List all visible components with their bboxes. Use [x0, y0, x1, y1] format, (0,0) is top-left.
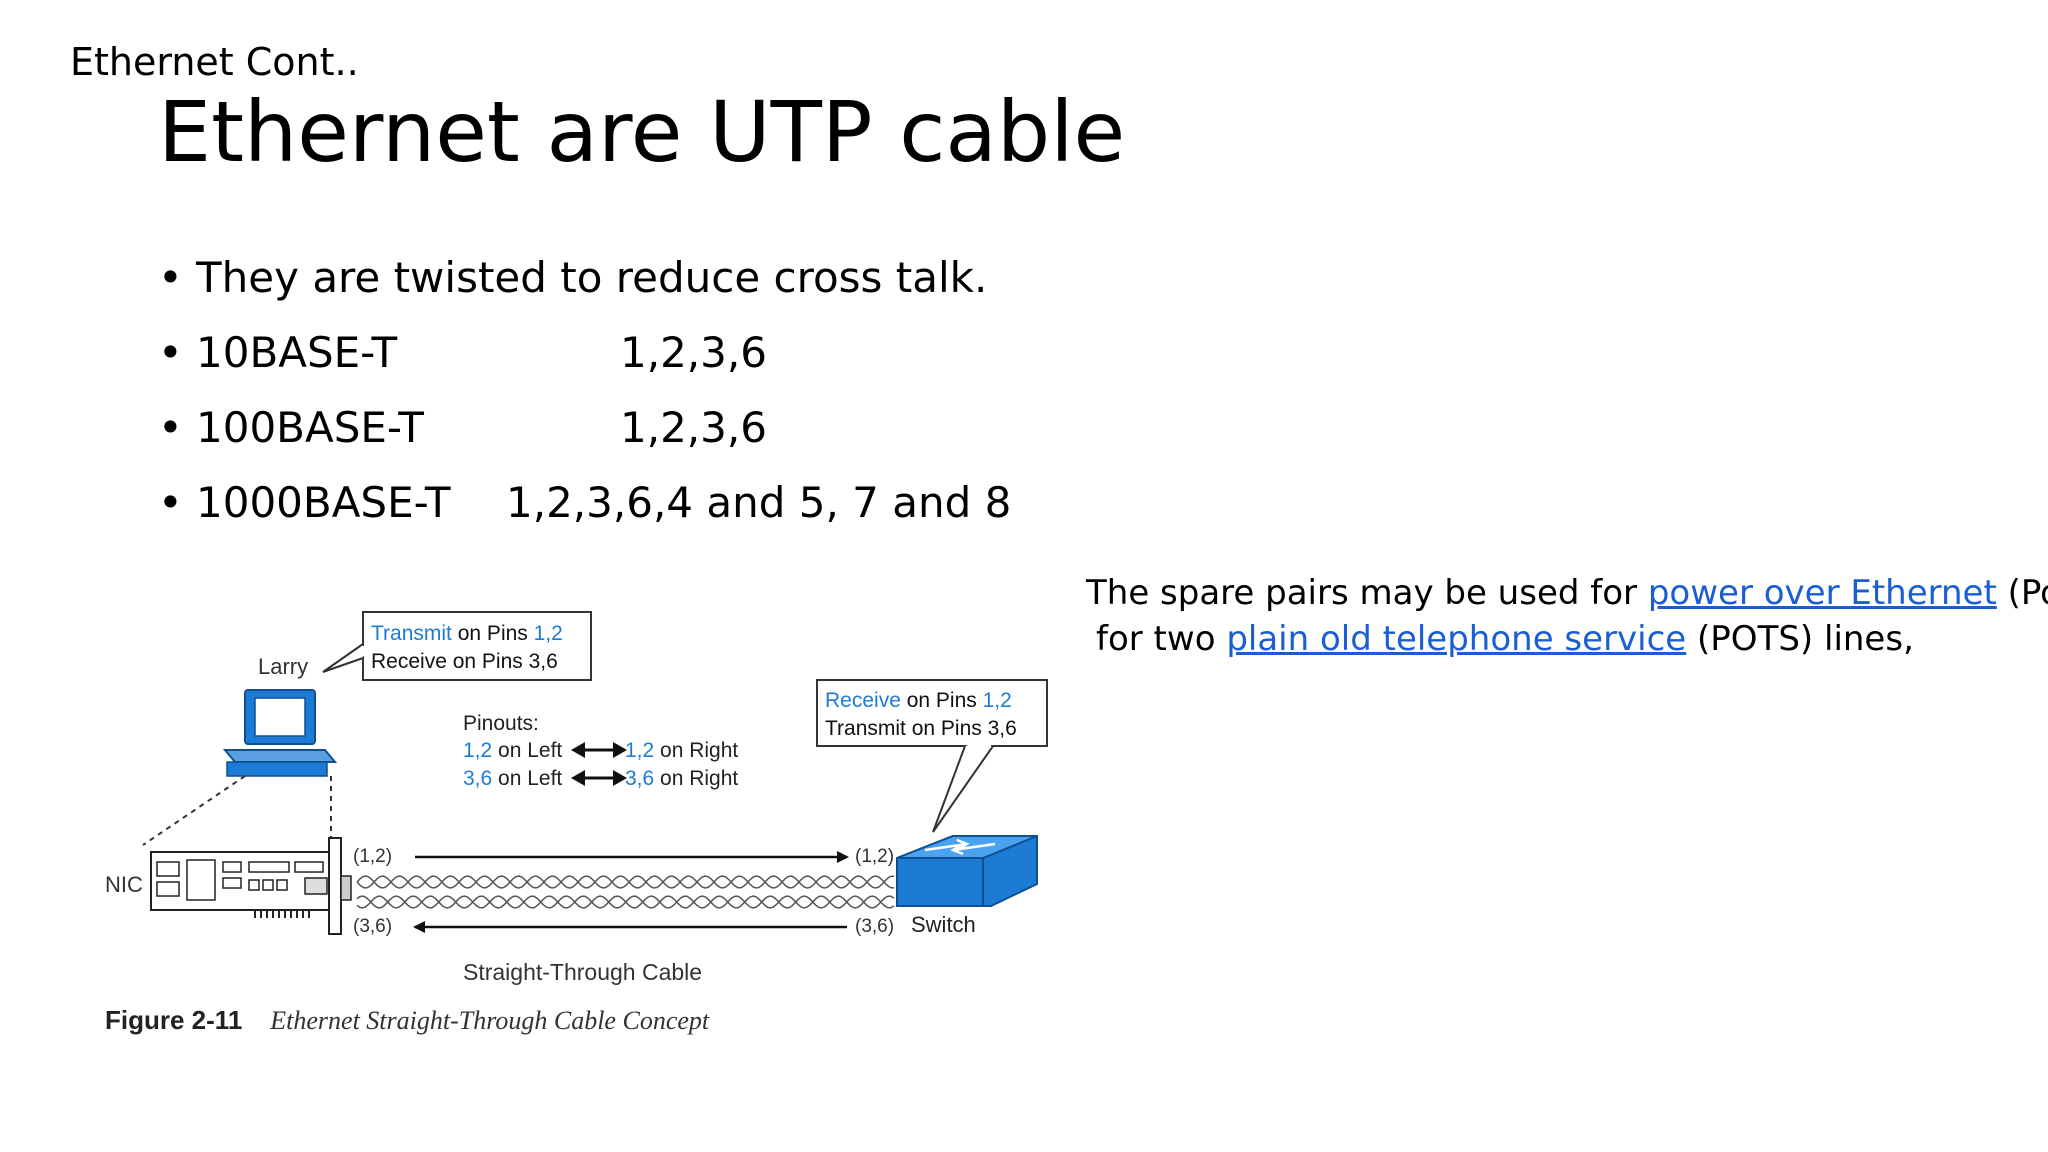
- side-note-line2: for two plain old telephone service (POT…: [1086, 616, 2048, 662]
- switch-callout-line2: Transmit on Pins 3,6: [825, 717, 1017, 740]
- right-bottom-pins: (3,6): [855, 916, 894, 937]
- bullet-marker: •: [158, 403, 183, 452]
- figure-caption-text: Ethernet Straight-Through Cable Concept: [270, 1006, 710, 1035]
- bullet-item: • 100BASE-T 1,2,3,6: [158, 398, 1011, 473]
- pinout-row-1-right: 1,2 on Right: [625, 739, 738, 762]
- pinouts-title: Pinouts:: [463, 712, 539, 735]
- note-text: for two: [1096, 619, 1227, 659]
- figure-caption: Figure 2-11 Ethernet Straight-Through Cab…: [105, 1005, 709, 1036]
- cable-diagram: Larry Transmit on Pins 1,2 Receive on Pi…: [105, 611, 1048, 985]
- pinout-row-1: 1,2 on Left: [463, 739, 562, 762]
- straight-through-cable-figure: Larry Transmit on Pins 1,2 Receive on Pi…: [95, 600, 1075, 1060]
- side-note: The spare pairs may be used for power ov…: [1086, 570, 2048, 662]
- pinout-row-2-right: 3,6 on Right: [625, 767, 738, 790]
- bullet-marker: •: [158, 253, 183, 302]
- bullet-label: 1000BASE-T: [196, 478, 451, 527]
- bullet-item: • 1000BASE-T 1,2,3,6,4 and 5, 7 and 8: [158, 473, 1011, 548]
- note-text: The spare pairs may be used for: [1086, 573, 1648, 613]
- bullet-value: 1,2,3,6: [620, 328, 767, 377]
- double-arrow-icon: [571, 770, 627, 786]
- bullet-marker: •: [158, 328, 183, 377]
- side-note-line1: The spare pairs may be used for power ov…: [1086, 570, 2048, 616]
- pc-callout: Transmit on Pins 1,2 Receive on Pins 3,6: [322, 611, 592, 681]
- bullet-value: 1,2,3,6: [620, 403, 767, 452]
- cable-label: Straight-Through Cable: [463, 959, 702, 985]
- pinout-row-2: 3,6 on Left: [463, 767, 562, 790]
- bullet-label: 100BASE-T: [196, 403, 424, 452]
- poe-link[interactable]: power over Ethernet: [1647, 573, 1997, 613]
- bullet-item: • 10BASE-T 1,2,3,6: [158, 323, 1011, 398]
- bullet-label: 10BASE-T: [196, 328, 398, 377]
- double-arrow-icon: [571, 742, 627, 758]
- nic-label: NIC: [105, 872, 143, 897]
- slide-header: Ethernet Cont..: [70, 40, 359, 84]
- pots-link[interactable]: plain old telephone service: [1226, 619, 1687, 659]
- pc-callout-line1: Transmit on Pins 1,2: [371, 622, 563, 645]
- twisted-pairs: [356, 875, 895, 909]
- switch-callout: Receive on Pins 1,2 Transmit on Pins 3,6: [816, 679, 1048, 833]
- figure-number: Figure 2-11: [105, 1005, 243, 1035]
- bullet-item: • They are twisted to reduce cross talk.: [158, 248, 1011, 323]
- switch-icon: [896, 835, 1038, 907]
- bullet-value: 1,2,3,6,4 and 5, 7 and 8: [506, 478, 1012, 527]
- pc-label: Larry: [258, 654, 308, 679]
- left-top-pins: (1,2): [353, 846, 392, 867]
- note-text: (POTS) lines,: [1686, 619, 1914, 659]
- bullet-marker: •: [158, 478, 183, 527]
- left-bottom-pins: (3,6): [353, 916, 392, 937]
- computer-icon: [222, 689, 338, 777]
- right-top-pins: (1,2): [855, 846, 894, 867]
- pc-callout-line2: Receive on Pins 3,6: [371, 650, 558, 673]
- slide-title: Ethernet are UTP cable: [158, 83, 1126, 181]
- note-text: (PoE),: [2007, 573, 2048, 613]
- switch-callout-line1: Receive on Pins 1,2: [825, 689, 1012, 712]
- bullet-list: •They are twisted to reduce cross talk. …: [158, 248, 1011, 548]
- bullet-label: They are twisted to reduce cross talk.: [196, 253, 988, 302]
- nic-card-icon: [150, 837, 352, 935]
- switch-label: Switch: [911, 912, 976, 937]
